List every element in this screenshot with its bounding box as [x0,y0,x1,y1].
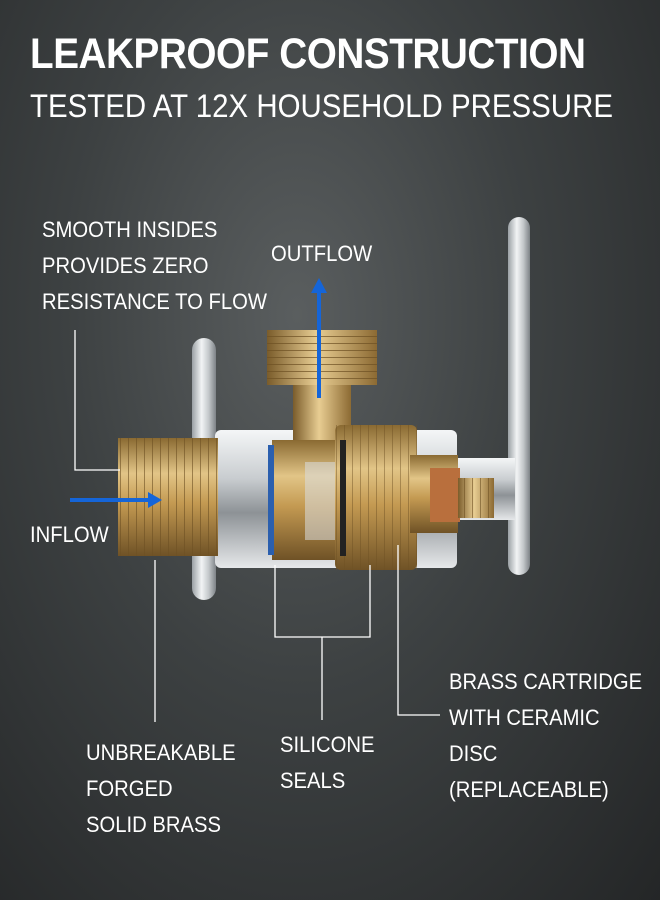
label-line: BRASS CARTRIDGE [449,669,643,694]
page-title: LEAKPROOF CONSTRUCTION [30,30,586,78]
leader-seals [274,565,371,638]
label-line: SOLID BRASS [86,812,221,837]
silicone-seal-1 [340,440,346,556]
label-line: UNBREAKABLE [86,740,236,765]
wall-flange-right [508,217,530,575]
label-line: SMOOTH INSIDES [42,217,218,242]
label-silicone-seals: SILICONE SEALS [280,727,374,799]
label-line: DISC [449,741,498,766]
label-line: (REPLACEABLE) [449,777,609,802]
label-smooth-insides: SMOOTH INSIDES PROVIDES ZERO RESISTANCE … [42,212,267,320]
silicone-seal-2 [268,445,274,555]
page-subtitle: TESTED AT 12X HOUSEHOLD PRESSURE [30,88,613,124]
label-line: PROVIDES ZERO [42,253,209,278]
label-solid-brass: UNBREAKABLE FORGED SOLID BRASS [86,735,236,843]
leader-smooth [74,330,120,471]
leader-cartridge [397,545,440,716]
label-brass-cartridge: BRASS CARTRIDGE WITH CERAMIC DISC (REPLA… [449,664,642,808]
label-line: WITH CERAMIC [449,705,600,730]
label-line: SILICONE [280,732,375,757]
label-outflow: OUTFLOW [271,241,373,266]
label-line: RESISTANCE TO FLOW [42,289,267,314]
label-line: FORGED [86,776,173,801]
label-line: SEALS [280,768,346,793]
label-inflow: INFLOW [30,522,109,547]
